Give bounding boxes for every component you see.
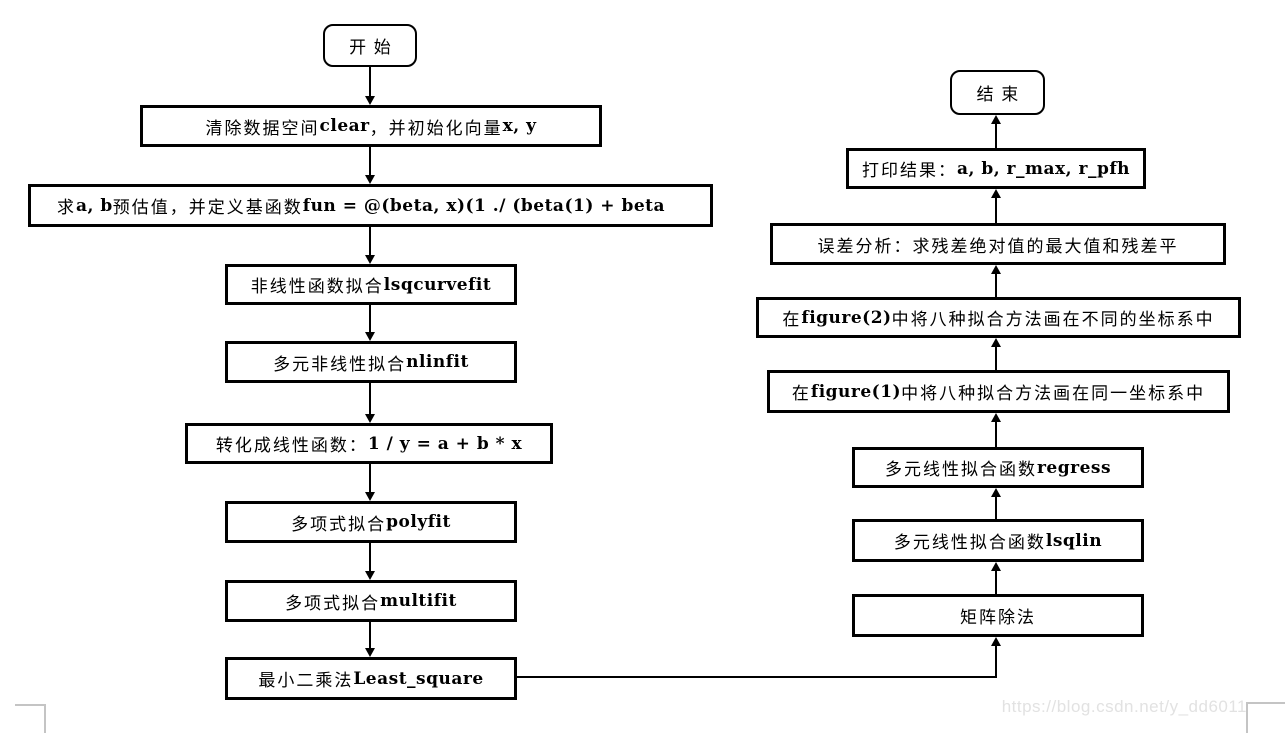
flow-step-error-analysis: 误差分析：求残差绝对值的最大值和残差平	[770, 223, 1226, 265]
flow-step-polyfit: 多项式拟合 polyfit	[225, 501, 517, 543]
flow-step-matrix-division: 矩阵除法	[852, 594, 1144, 637]
flow-step-print-results: 打印结果：a, b, r_max, r_pfh	[846, 148, 1146, 189]
start-terminal: 开始	[323, 24, 417, 67]
flow-step-least-square: 最小二乘法 Least_square	[225, 657, 517, 700]
flow-step-lsqcurvefit: 非线性函数拟合 lsqcurvefit	[225, 264, 517, 305]
end-terminal: 结束	[950, 70, 1045, 115]
watermark-url: https://blog.csdn.net/y_dd6011	[1001, 697, 1247, 716]
flow-step-regress: 多元线性拟合函数 regress	[852, 447, 1144, 488]
flow-step-clear-init: 清除数据空间 clear，并初始化向量 x, y	[140, 105, 602, 147]
flow-step-multifit: 多项式拟合 multifit	[225, 580, 517, 622]
flow-step-linearize: 转化成线性函数：1 / y = a + b * x	[185, 423, 553, 464]
flow-step-nlinfit: 多元非线性拟合 nlinfit	[225, 341, 517, 383]
flow-step-define-basis-function: 求 a, b 预估值，并定义基函数 fun = @(beta, x)(1 ./ …	[28, 184, 713, 227]
flow-step-figure2-plot: 在 figure(2)中将八种拟合方法画在不同的坐标系中	[756, 297, 1241, 338]
flow-step-lsqlin: 多元线性拟合函数 lsqlin	[852, 519, 1144, 562]
flow-step-figure1-plot: 在 figure(1)中将八种拟合方法画在同一坐标系中	[767, 370, 1230, 413]
